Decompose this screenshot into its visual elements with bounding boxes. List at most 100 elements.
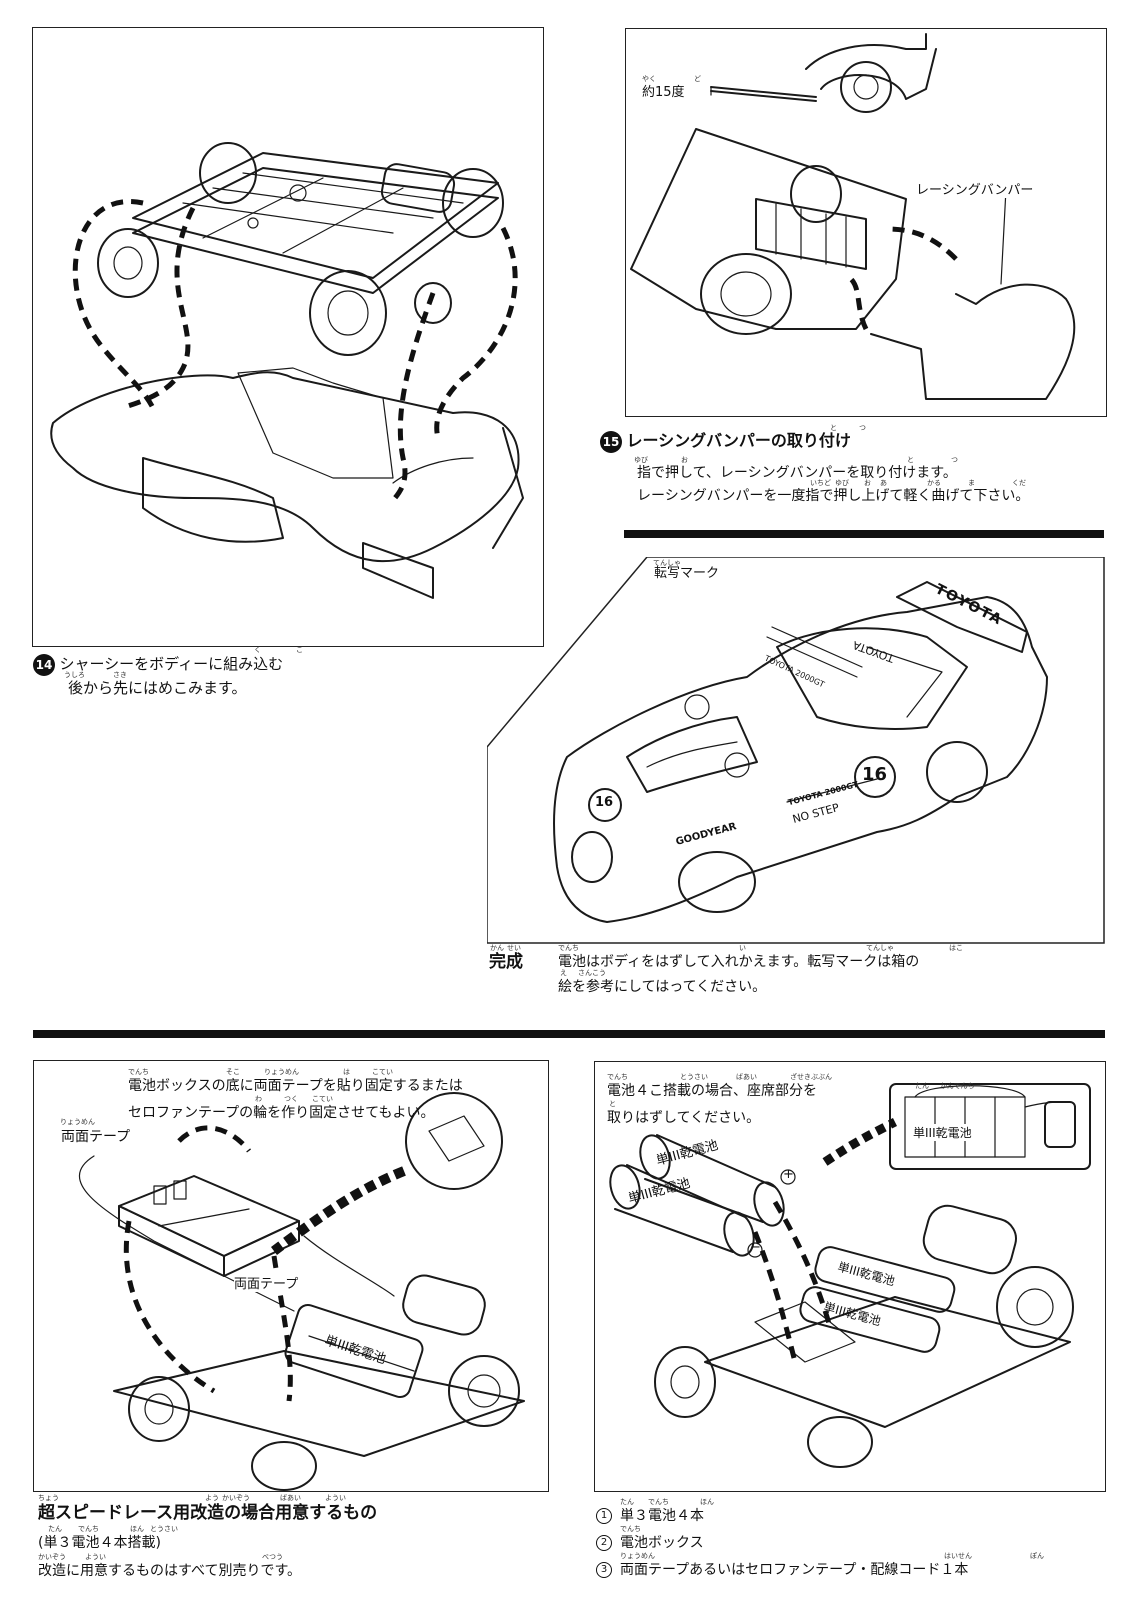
ruby-complete-0: てんしゃ xyxy=(653,559,681,567)
angle-label: 約15度 xyxy=(642,81,685,100)
divider-bar-top xyxy=(624,530,1104,538)
ruby-step14-3: さき xyxy=(113,671,127,679)
ruby-left-7: こてい xyxy=(312,1095,333,1103)
bottom-line2: 改造に用意するものはすべて別売りです。 xyxy=(38,1563,302,1579)
car-marking-16-door: 16 xyxy=(862,764,888,785)
ruby-items-6: ぽん xyxy=(1030,1552,1044,1560)
step14-caption: 14 シャーシーをボディーに組み込む xyxy=(33,653,283,676)
ruby-step15-13: やく xyxy=(642,75,656,83)
decal-label: 転写マーク xyxy=(654,562,720,581)
ruby-bottom-body-6: べつう xyxy=(262,1553,283,1561)
ruby-left-0: でんち xyxy=(128,1068,149,1076)
ruby-right-0: でんち xyxy=(607,1073,628,1081)
step15-number: 15 xyxy=(600,431,622,453)
step14-body: 後から先にはめこみます。 xyxy=(68,679,247,697)
ruby-complete-5: てんしゃ xyxy=(866,944,894,952)
right-panel-line2: 取りはずしてください。 xyxy=(607,1110,761,1126)
complete-line1: 電池はボディをはずして入れかえます。転写マークは箱の xyxy=(558,954,920,970)
ruby-complete-8: さんこう xyxy=(578,969,606,977)
ruby-left-8: りょうめん xyxy=(60,1118,95,1126)
ruby-bottom-title-0: ちょう xyxy=(38,1494,59,1502)
ruby-step15-6: いちど xyxy=(810,479,831,487)
car-marking-16-front: 16 xyxy=(595,795,614,810)
left-panel-line1: 電池ボックスの底に両面テープを貼り固定するまたは xyxy=(128,1078,463,1094)
ruby-bottom-body-2: ほん xyxy=(130,1525,144,1533)
ruby-left-3: は xyxy=(343,1068,350,1076)
ruby-right-6: かんでんち xyxy=(940,1082,975,1090)
item-number-1: 1 xyxy=(596,1508,612,1524)
step15-line1: 指で押して、レーシングバンパーを取り付けます。 xyxy=(637,465,957,481)
ruby-left-2: りょうめん xyxy=(264,1068,299,1076)
ruby-step15-1: つ xyxy=(859,424,866,432)
ruby-step15-4: と xyxy=(907,456,914,464)
item-number-2: 2 xyxy=(596,1535,612,1551)
left-panel-line2: セロファンテープの輪を作り固定させてもよい。 xyxy=(128,1105,435,1121)
ruby-complete-3: でんち xyxy=(558,944,579,952)
required-item-1: 1 単３電池４本 xyxy=(596,1505,704,1527)
step15-illustration: 約15度 レーシングバンパー xyxy=(625,28,1107,417)
step14-number: 14 xyxy=(33,654,55,676)
ruby-items-0: たん xyxy=(620,1498,634,1506)
ruby-items-1: でんち xyxy=(648,1498,669,1506)
ruby-step15-2: ゆび xyxy=(634,456,648,464)
ruby-step14-0: く xyxy=(254,646,261,654)
ruby-right-3: ざせきぶぶん xyxy=(790,1073,832,1081)
ruby-complete-1: かん xyxy=(490,944,504,952)
battery-box-tape-drawing xyxy=(78,1092,525,1491)
item-text-1: 単３電池４本 xyxy=(620,1508,704,1524)
ruby-step15-5: つ xyxy=(951,456,958,464)
four-battery-install-drawing xyxy=(609,1083,1091,1468)
ruby-right-2: ばあい xyxy=(736,1073,757,1081)
ruby-step15-11: ま xyxy=(968,479,975,487)
ruby-complete-4: い xyxy=(739,944,746,952)
ruby-left-4: こてい xyxy=(372,1068,393,1076)
ruby-left-5: わ xyxy=(255,1095,262,1103)
ruby-complete-2: せい xyxy=(507,944,521,952)
ruby-left-1: そこ xyxy=(226,1068,240,1076)
ruby-bottom-body-3: とうさい xyxy=(150,1525,178,1533)
ruby-step15-8: お xyxy=(864,479,871,487)
ruby-step15-0: と xyxy=(830,424,837,432)
step15-line2: レーシングバンパーを一度指で押し上げて軽く曲げて下さい。 xyxy=(637,488,1030,504)
item-number-3: 3 xyxy=(596,1562,612,1578)
ruby-step14-2: うしろ xyxy=(64,671,85,679)
step14-illustration xyxy=(32,27,544,647)
ruby-step15-7: ゆび xyxy=(835,479,849,487)
ruby-complete-7: え xyxy=(560,969,567,977)
inset-battery-label: 単III乾電池 xyxy=(913,1124,972,1141)
ruby-items-3: でんち xyxy=(620,1525,641,1533)
ruby-items-4: りょうめん xyxy=(620,1552,655,1560)
ruby-step14-1: こ xyxy=(296,646,303,654)
plus-terminal: + xyxy=(783,1167,794,1182)
ruby-step15-12: くだ xyxy=(1012,479,1026,487)
right-panel-line1: 電池４こ搭載の場合、座席部分を xyxy=(607,1083,817,1099)
ruby-step15-10: かる xyxy=(927,479,941,487)
label-double-sided-tape: 両面テープ xyxy=(61,1126,131,1146)
ruby-left-6: つく xyxy=(284,1095,298,1103)
ruby-bottom-body-0: たん xyxy=(48,1525,62,1533)
chassis-into-body-drawing xyxy=(50,142,524,599)
ruby-right-5: たん xyxy=(915,1082,929,1090)
complete-title: 完成 xyxy=(489,952,523,972)
racing-bumper-drawing xyxy=(630,33,1076,400)
minus-terminal: − xyxy=(750,1240,761,1255)
ruby-items-2: ほん xyxy=(700,1498,714,1506)
ruby-bottom-body-5: ようい xyxy=(85,1553,106,1561)
ruby-bottom-body-1: でんち xyxy=(78,1525,99,1533)
ruby-items-5: はいせん xyxy=(944,1552,972,1560)
four-battery-illustration: 単III乾電池 単III乾電池 単III乾電池 単III乾電池 単III乾電池 … xyxy=(594,1061,1106,1492)
bottom-title: 超スピードレース用改造の場合用意するもの xyxy=(38,1503,378,1523)
ruby-bottom-title-2: かいぞう xyxy=(222,1494,250,1502)
label-double-sided-tape-2: 両面テープ xyxy=(234,1273,299,1292)
ruby-bottom-title-4: ようい xyxy=(325,1494,346,1502)
item-text-2: 電池ボックス xyxy=(620,1535,704,1551)
item-text-3: 両面テープあるいはセロファンテープ・配線コード１本 xyxy=(620,1562,969,1578)
step15-title: レーシングバンパーの取り付け xyxy=(626,431,851,450)
completed-car-illustration: 転写マーク TOYOTA TOYOTA TOYOTA 2000GT 16 16 … xyxy=(487,557,1105,944)
ruby-right-1: とうさい xyxy=(680,1073,708,1081)
bottom-line1: (単３電池４本搭載) xyxy=(38,1535,161,1551)
ruby-step15-14: ど xyxy=(694,75,701,83)
ruby-bottom-title-1: よう xyxy=(205,1494,219,1502)
divider-bar-middle xyxy=(33,1030,1105,1038)
ruby-step15-9: あ xyxy=(880,479,887,487)
